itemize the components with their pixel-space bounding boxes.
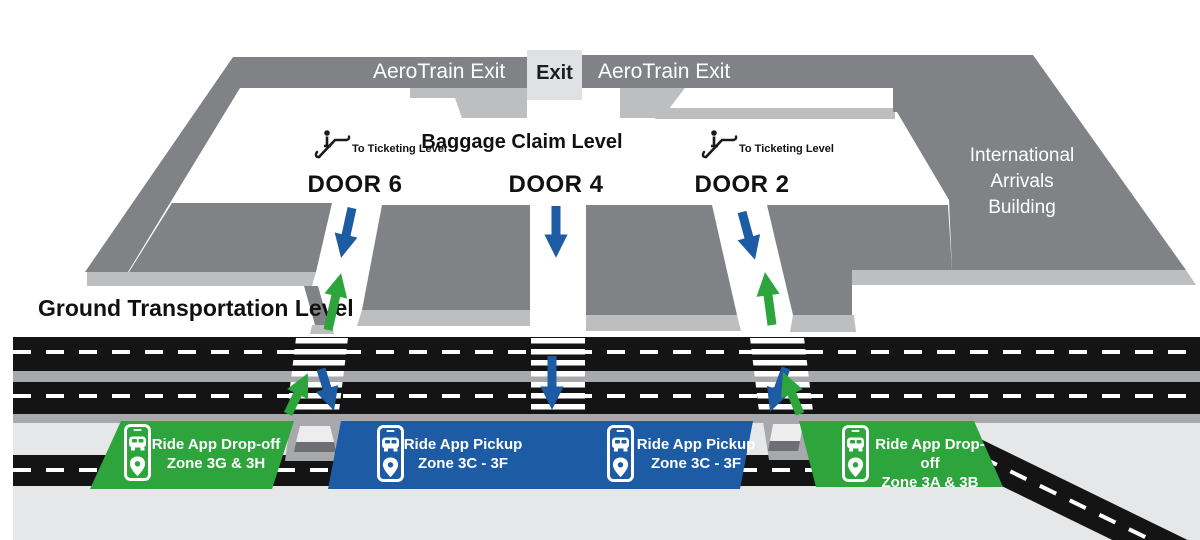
exit-label: Exit xyxy=(536,62,573,84)
baggage-claim-level-label: Baggage Claim Level xyxy=(421,131,623,153)
door-6-label: DOOR 6 xyxy=(307,171,403,198)
iab-line3: Building xyxy=(988,197,1056,218)
zone-pickup-west-label: Ride App Pickup Zone 3C - 3F xyxy=(402,435,524,473)
road-lower-lane-dashes xyxy=(13,394,1200,398)
crosswalk-door6 xyxy=(286,338,348,414)
zone-dropoff-west-label: Ride App Drop-off Zone 3G & 3H xyxy=(148,435,284,473)
zone-label-line1: Ride App Drop-off xyxy=(875,436,985,472)
door6-exit-arrow xyxy=(334,207,358,258)
door2-exit-arrow xyxy=(737,210,761,260)
road-upper-lane-dashes xyxy=(13,350,1200,354)
zone-label-line2: Zone 3A & 3B xyxy=(881,474,979,491)
escalator-icon xyxy=(701,130,738,159)
to-ticketing-left-label: To Ticketing Level xyxy=(352,143,447,155)
door-4-label: DOOR 4 xyxy=(508,171,604,198)
iab-line1: International xyxy=(969,145,1075,166)
zone-dropoff-east-label: Ride App Drop-off Zone 3A & 3B xyxy=(866,435,994,492)
ride-app-phone-icon xyxy=(842,425,869,482)
aerotrain-exit-left-label: AeroTrain Exit xyxy=(373,60,506,83)
escalator-icon xyxy=(314,130,351,159)
to-ticketing-right-label: To Ticketing Level xyxy=(739,143,834,155)
iab-line2: Arrivals xyxy=(990,171,1054,192)
ground-transportation-level-label: Ground Transportation Level xyxy=(38,295,354,321)
zone-label-line1: Ride App Pickup xyxy=(403,436,523,453)
zone-label-line2: Zone 3C - 3F xyxy=(650,455,741,472)
zone-label-line2: Zone 3C - 3F xyxy=(417,455,508,472)
zone-pickup-east-label: Ride App Pickup Zone 3C - 3F xyxy=(632,435,760,473)
zone-label-line1: Ride App Pickup xyxy=(636,436,756,453)
crosswalk-door2 xyxy=(750,338,814,414)
ride-app-phone-icon xyxy=(124,424,151,481)
ride-app-phone-icon xyxy=(607,425,634,482)
door2-entry-arrow xyxy=(756,272,780,326)
ride-app-phone-icon xyxy=(377,425,404,482)
zone-label-line1: Ride App Drop-off xyxy=(151,436,281,453)
door-2-label: DOOR 2 xyxy=(694,171,790,198)
international-arrivals-building-label: International Arrivals Building xyxy=(948,143,1096,221)
zone-label-line2: Zone 3G & 3H xyxy=(166,455,266,472)
aerotrain-exit-right-label: AeroTrain Exit xyxy=(598,60,731,83)
crosswalk-door4 xyxy=(531,338,585,414)
